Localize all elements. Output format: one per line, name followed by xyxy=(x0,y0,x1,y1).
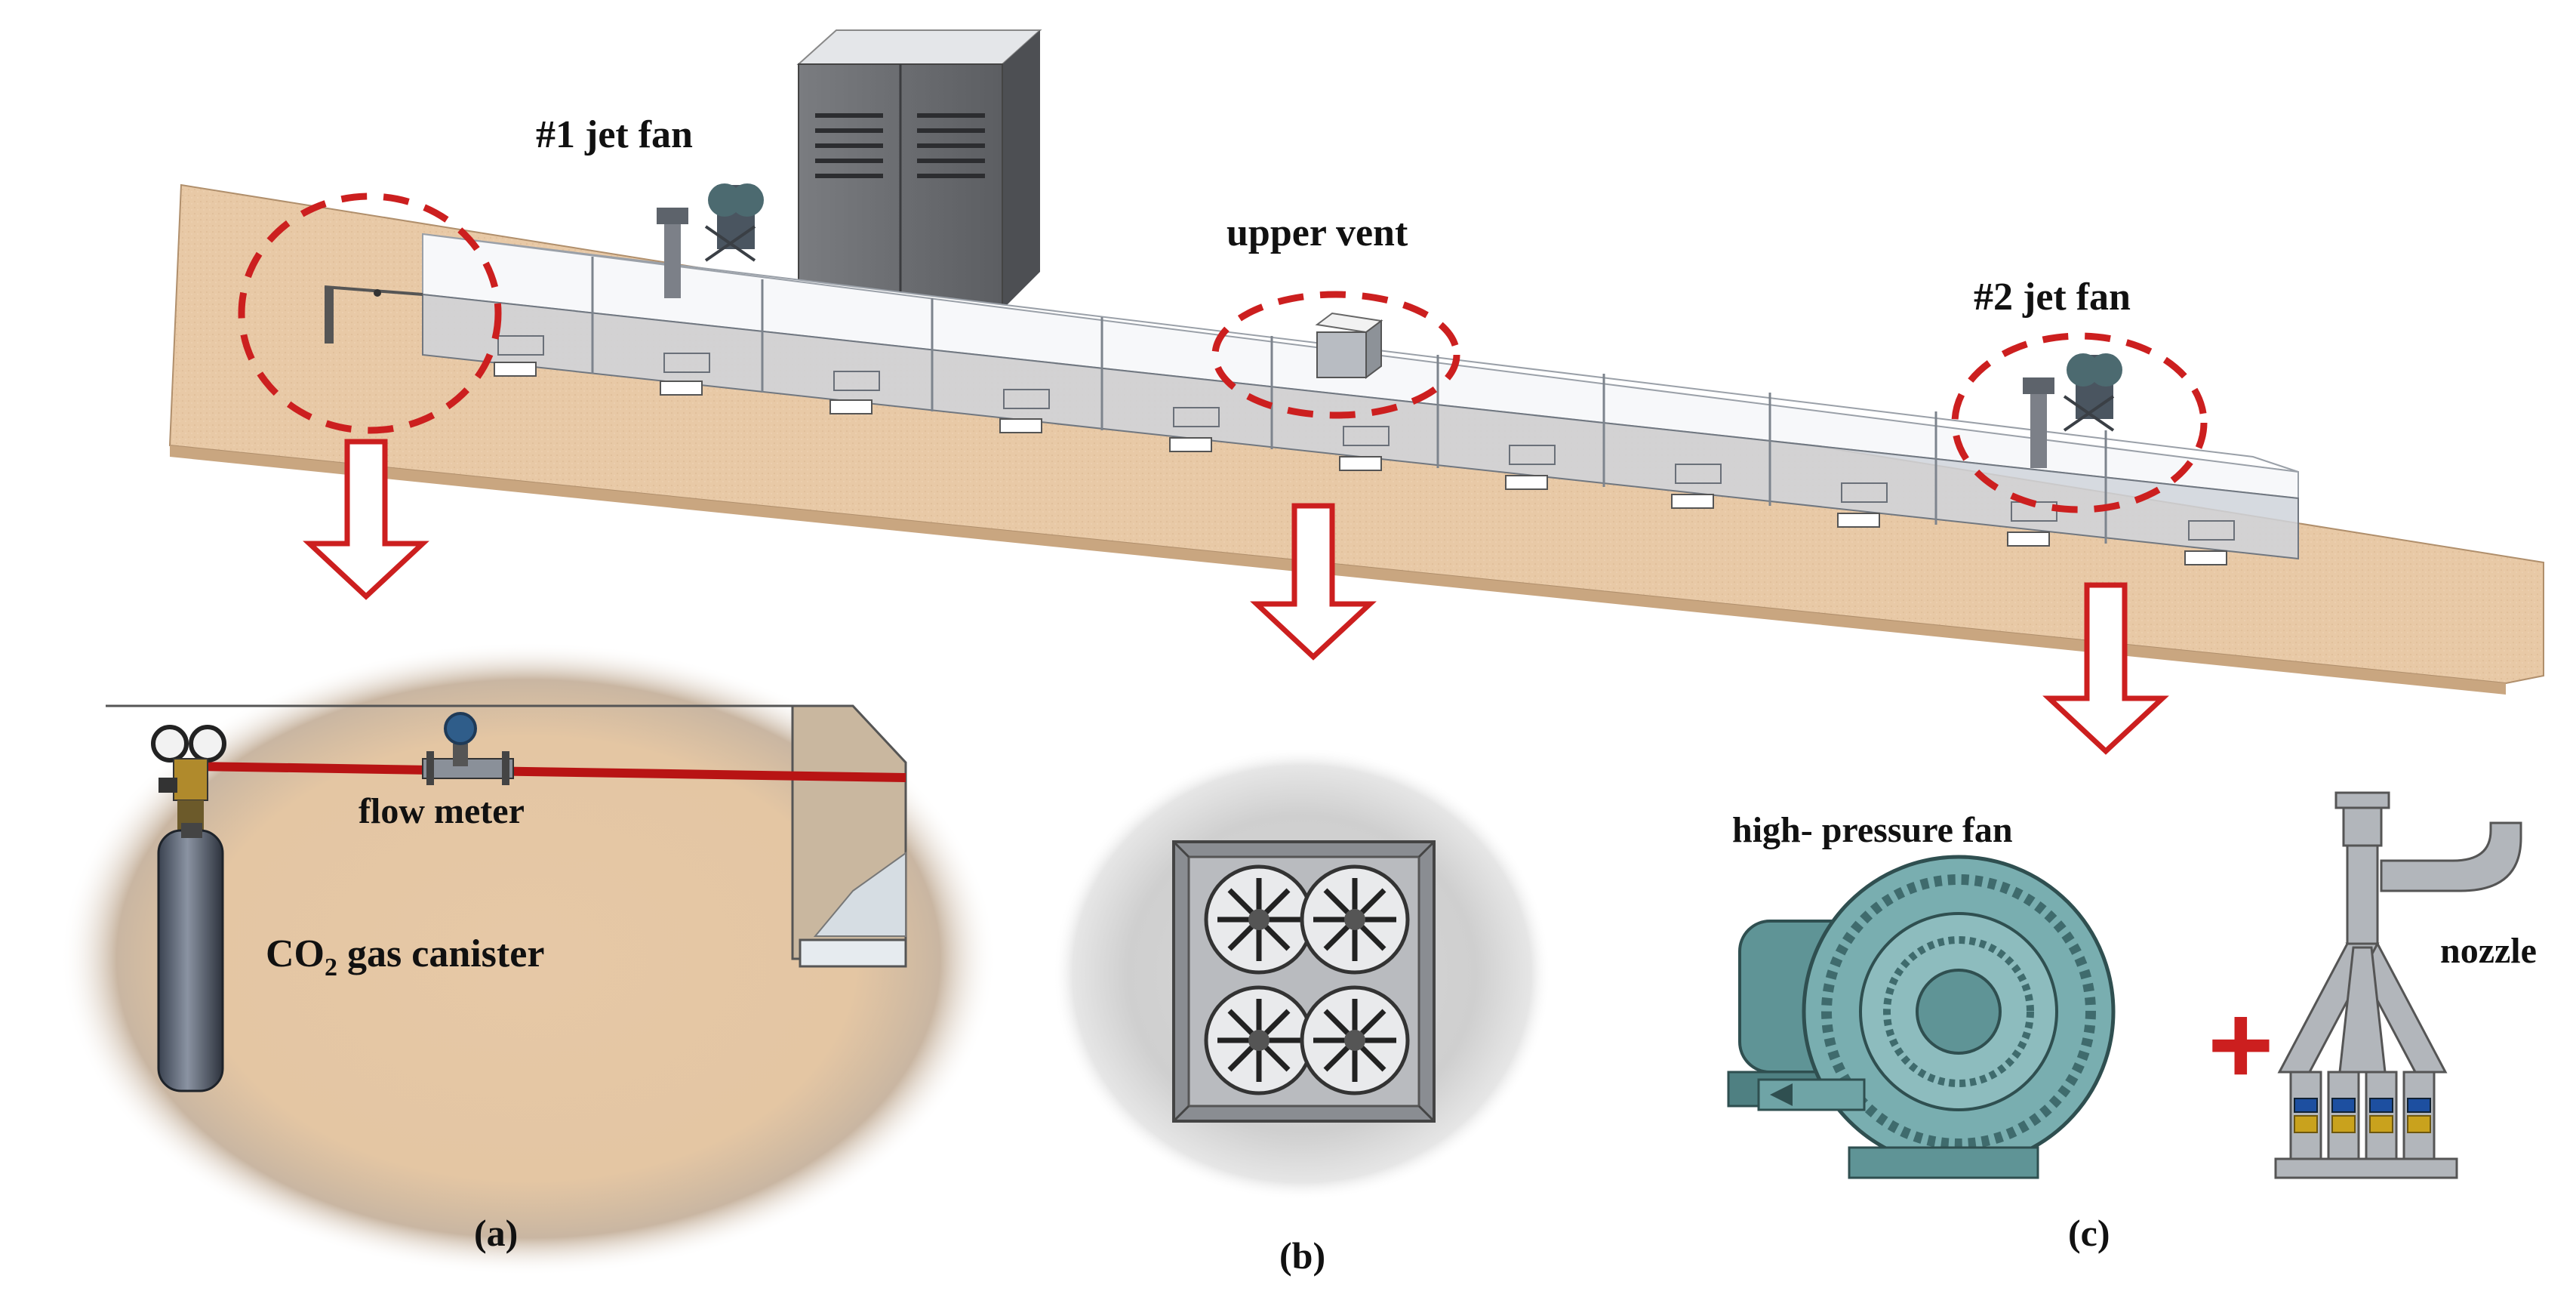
fan-top-right-icon xyxy=(1300,864,1410,975)
flow-meter xyxy=(422,712,514,785)
fan-top-left-icon xyxy=(1204,864,1314,975)
jet-fan-1-model xyxy=(657,183,764,298)
co2-subscript: 2 xyxy=(325,954,337,981)
label-co2-canister: CO2 gas canister xyxy=(266,932,544,981)
side-hatches xyxy=(497,335,2235,541)
panel-a: flow meter CO2 gas canister xyxy=(60,642,996,1276)
label-jet-fan-2: #2 jet fan xyxy=(1974,276,2131,319)
highlight-upper-vent xyxy=(1211,291,1460,419)
fan-bottom-right-icon xyxy=(1300,985,1410,1095)
label-panel-c: (c) xyxy=(2068,1212,2110,1254)
nozzle-manifold-icon xyxy=(2274,791,2522,1179)
fan-bottom-left-icon xyxy=(1204,985,1314,1095)
regulator xyxy=(151,725,226,834)
tunnel-segments xyxy=(591,257,2107,544)
gas-cylinder xyxy=(157,823,224,1092)
label-upper-vent: upper vent xyxy=(1226,211,1408,254)
highlight-gas-inlet xyxy=(238,193,502,434)
panel-c: high- pressure fan + n xyxy=(1727,791,2537,1179)
blower-icon xyxy=(1727,855,2116,1179)
tunnel-model xyxy=(168,29,2544,695)
jet-fan-2-model xyxy=(2023,353,2122,468)
control-cabinet xyxy=(796,29,1042,310)
floor-board-edge xyxy=(170,445,2506,695)
upper-vent-box xyxy=(1315,312,1383,379)
label-flow-meter: flow meter xyxy=(359,791,525,831)
label-nozzle: nozzle xyxy=(2440,931,2537,971)
label-panel-b: (b) xyxy=(1279,1234,1325,1277)
co2-suffix: gas canister xyxy=(337,932,544,975)
label-jet-fan-1: #1 jet fan xyxy=(536,113,693,156)
label-high-pressure-fan: high- pressure fan xyxy=(1732,810,2013,850)
gas-line xyxy=(195,762,906,782)
label-panel-a: (a) xyxy=(474,1212,518,1254)
co2-prefix: CO xyxy=(266,932,325,975)
support-feet xyxy=(494,362,2227,565)
highlight-jet-fan-2 xyxy=(1951,332,2208,513)
arrow-down-b xyxy=(1250,503,1377,661)
plus-sign: + xyxy=(2208,981,2274,1108)
panel-a-vignette xyxy=(60,642,996,1276)
arrow-down-c xyxy=(2042,582,2169,755)
panel-b xyxy=(1053,747,1551,1200)
tunnel-wall-detail xyxy=(791,704,907,968)
injection-pipe xyxy=(324,285,423,344)
arrow-down-a xyxy=(303,439,429,600)
